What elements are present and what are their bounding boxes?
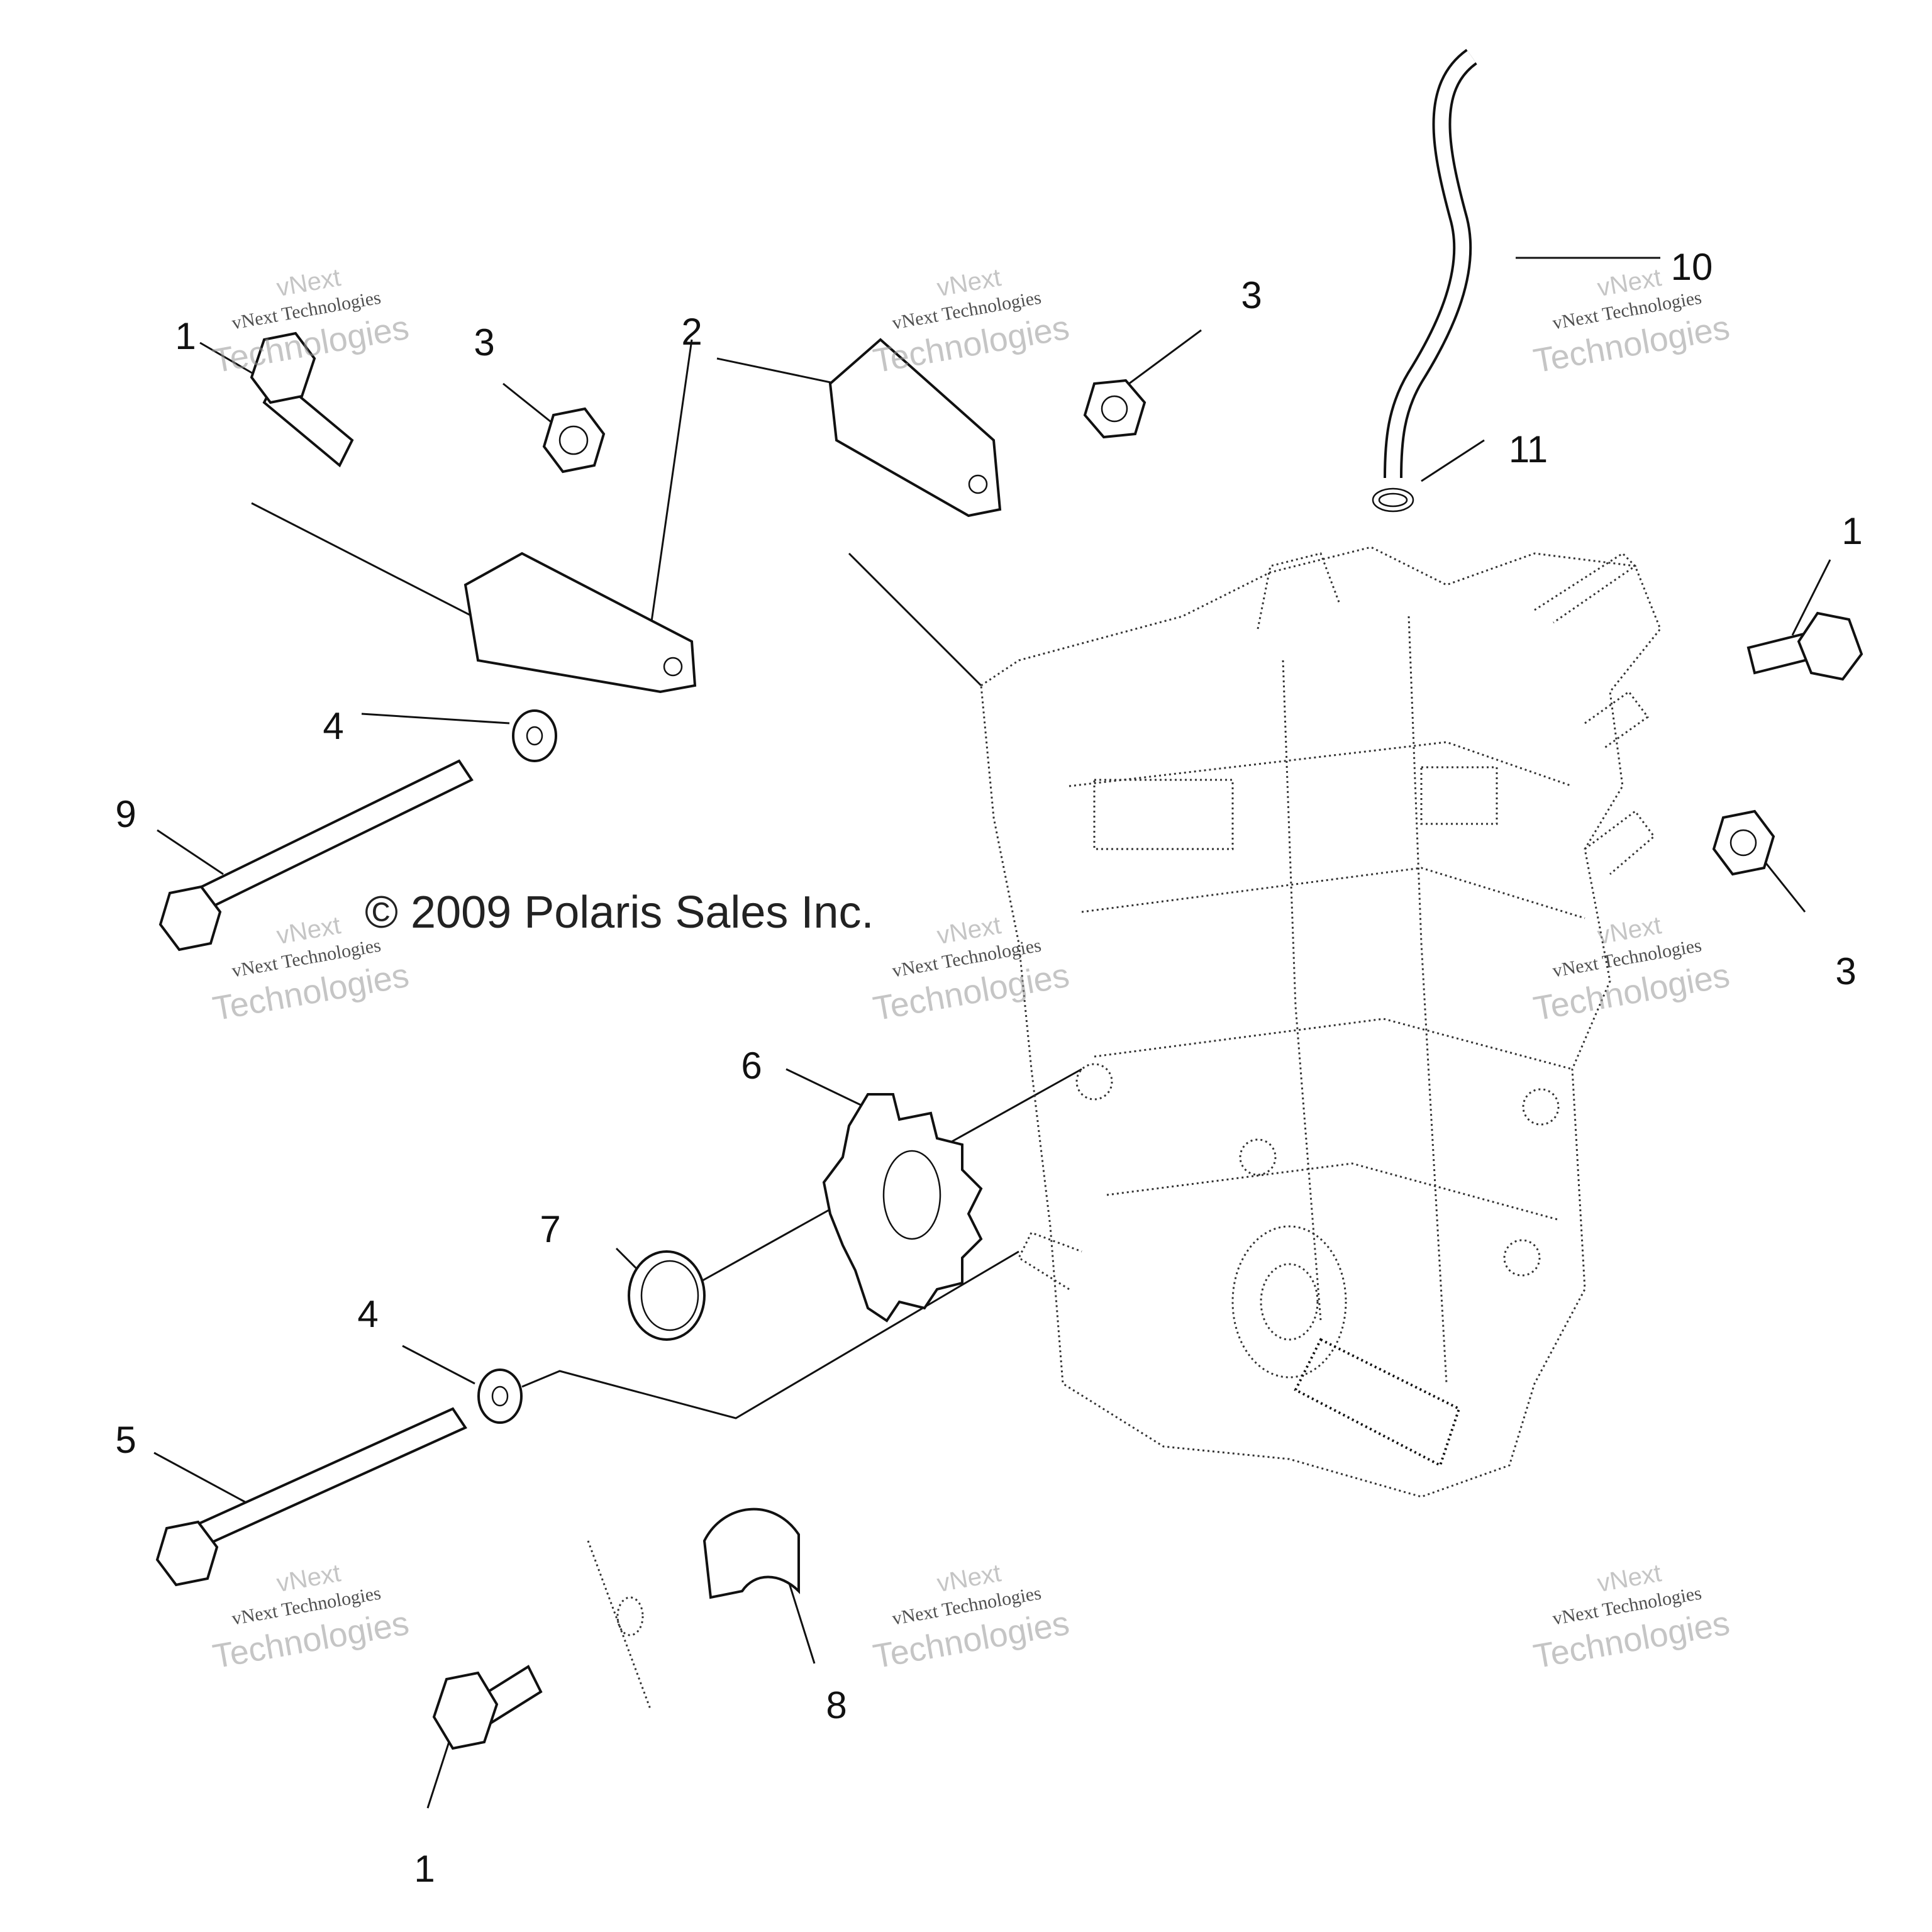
callout-label: 8 [826,1684,847,1726]
callout-label: 1 [414,1848,435,1890]
callout-label: 9 [115,793,136,835]
flange-nut-left [542,407,606,474]
snap-ring [628,1250,706,1341]
flange-bolt-top-left [250,331,354,468]
callout-label: 7 [540,1208,561,1250]
shim-half-ring [702,1507,800,1599]
dowel-pin [587,1540,652,1711]
callout-label: 3 [1835,950,1857,992]
washer-upper [512,709,557,762]
flange-bolt-right [1746,611,1863,681]
callout-label: 4 [357,1293,379,1335]
flange-nut-center [1083,379,1146,439]
drive-sprocket [822,1093,983,1323]
copyright-notice: © 2009 Polaris Sales Inc. [365,887,874,938]
callout-label: 6 [741,1045,762,1087]
flange-bolt-bottom [432,1665,543,1750]
callout-label: 11 [1508,428,1548,470]
callout-label: 10 [1670,246,1713,288]
callout-label: 2 [681,311,702,353]
callout-label: 3 [474,321,495,364]
callout-label: 1 [1841,510,1863,552]
callout-label: 1 [175,315,196,357]
callout-label: 3 [1241,274,1262,316]
washer-lower [477,1368,523,1424]
breather-hose [1372,48,1478,513]
mounting-bracket-left [464,552,697,694]
flange-nut-right [1712,809,1775,876]
output-shafts [1294,552,1656,1467]
callout-label: 5 [115,1419,136,1461]
callout-label: 4 [323,705,344,747]
long-bolt-9 [158,759,474,952]
transmission-housing [980,546,1662,1498]
mounting-bracket-top [828,338,1002,518]
long-bolt-5 [155,1407,467,1587]
